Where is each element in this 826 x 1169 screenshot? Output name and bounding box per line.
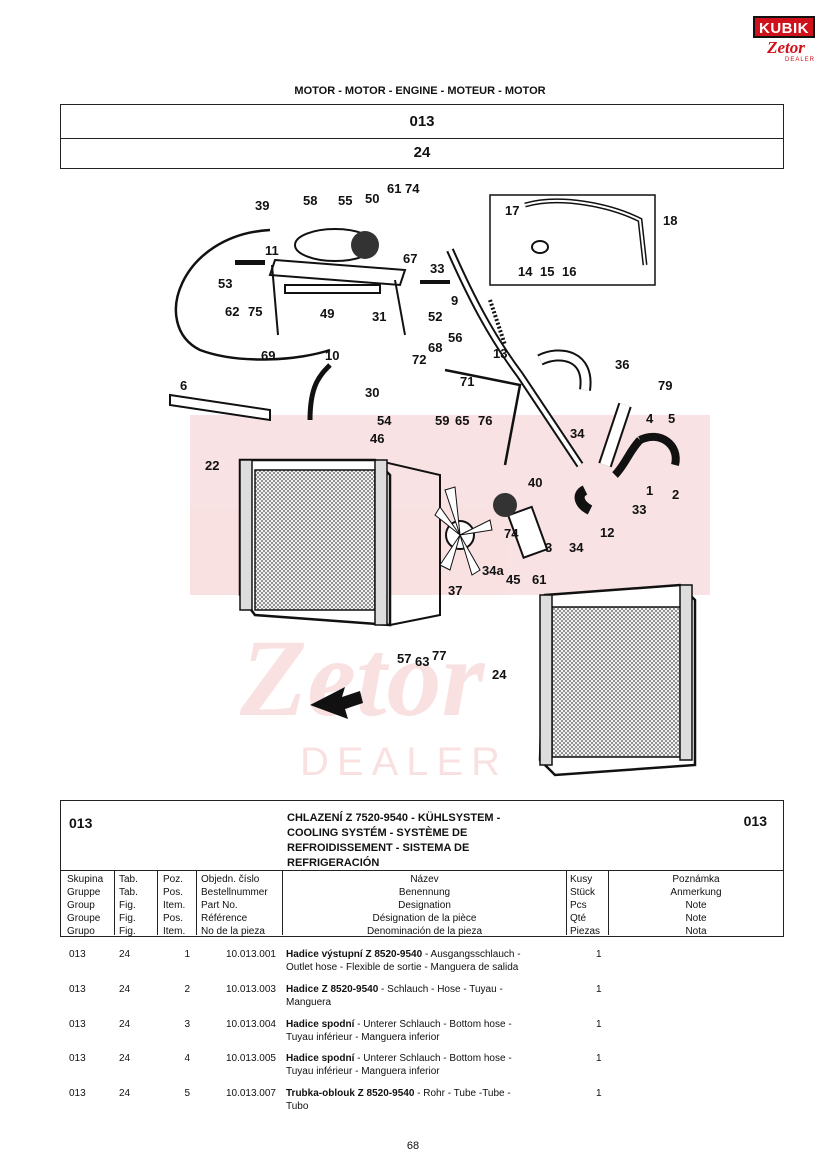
group-name-line: CHLAZENÍ Z 7520-9540 - KÜHLSYSTEM -	[287, 812, 501, 824]
callout-label: 46	[370, 431, 384, 446]
callout-label: 77	[432, 648, 446, 663]
group-title-box: 013 CHLAZENÍ Z 7520-9540 - KÜHLSYSTEM - …	[60, 800, 784, 871]
callout-label: 33	[632, 502, 646, 517]
callout-label: 34a	[482, 563, 504, 578]
group-name-line: REFROIDISSEMENT - SISTEMA DE	[287, 842, 470, 854]
callout-label: 79	[658, 378, 672, 393]
group-name-line: REFRIGERACIÓN	[287, 857, 380, 869]
exploded-parts-diagram: Zetor DEALER	[160, 175, 720, 795]
callout-label: 67	[403, 251, 417, 266]
callout-label: 10	[325, 348, 339, 363]
section-title: MOTOR - MOTOR - ENGINE - MOTEUR - MOTOR	[294, 85, 546, 97]
callout-label: 31	[372, 309, 386, 324]
callout-label: 18	[663, 213, 677, 228]
callout-label: 1	[646, 483, 653, 498]
callout-label: 24	[492, 667, 507, 682]
page-number: 68	[406, 1140, 420, 1152]
svg-text:DEALER: DEALER	[300, 740, 508, 784]
svg-text:Zetor: Zetor	[239, 617, 486, 739]
callout-label: 62	[225, 304, 239, 319]
callout-label: 13	[493, 346, 507, 361]
callout-label: 33	[430, 261, 444, 276]
logo-zetor-text: Zetor	[767, 38, 805, 57]
callout-label: 57	[397, 651, 411, 666]
callout-label: 11	[265, 243, 279, 258]
callout-label: 30	[365, 385, 379, 400]
callout-label: 65	[455, 413, 469, 428]
callout-label: 45	[506, 572, 520, 587]
callout-label: 16	[562, 264, 576, 279]
callout-label: 71	[460, 374, 474, 389]
callout-label: 75	[248, 304, 262, 319]
callout-label: 17	[505, 203, 519, 218]
group-name-line: COOLING SYSTÉM - SYSTÈME DE	[287, 827, 468, 839]
callout-label: 58	[303, 193, 317, 208]
callout-label: 61	[387, 181, 401, 196]
figure-number-box: 24	[60, 139, 784, 169]
callout-label: 59	[435, 413, 449, 428]
callout-label: 5	[668, 411, 675, 426]
col-fig-header: Tab.Tab.Fig.Fig.Fig.	[119, 874, 138, 937]
callout-label: 76	[478, 413, 492, 428]
callout-label: 74	[405, 181, 420, 196]
radiator-assembly-rear	[538, 583, 697, 777]
callout-label: 74	[504, 526, 519, 541]
callout-label: 37	[448, 583, 462, 598]
callout-label: 63	[415, 654, 429, 669]
callout-label: 14	[518, 264, 533, 279]
callout-label: 55	[338, 193, 352, 208]
group-code-left: 013	[69, 815, 93, 831]
callout-label: 52	[428, 309, 442, 324]
group-name: CHLAZENÍ Z 7520-9540 - KÜHLSYSTEM - COOL…	[287, 811, 547, 871]
callout-label: 69	[261, 348, 275, 363]
callout-label: 39	[255, 198, 269, 213]
figure-number: 24	[413, 144, 431, 161]
group-code: 013	[409, 113, 435, 130]
callout-label: 49	[320, 306, 334, 321]
callout-label: 72	[412, 352, 426, 367]
callout-label: 9	[451, 293, 458, 308]
callout-label: 50	[365, 191, 379, 206]
logo-kubik-text: KUBIK	[753, 16, 815, 38]
col-item-header: Poz.Pos.Item.Pos.Item.	[163, 874, 186, 937]
callout-label: 3	[545, 540, 552, 555]
kubik-zetor-logo: KUBIK Zetor DEALER	[753, 16, 815, 66]
callout-label: 36	[615, 357, 629, 372]
radiator-assembly-front	[238, 458, 441, 627]
callout-label: 68	[428, 340, 442, 355]
callout-label: 22	[205, 458, 219, 473]
callout-label: 15	[540, 264, 554, 279]
callout-label: 12	[600, 525, 614, 540]
cooling-system-illustration: Zetor DEALER	[169, 181, 710, 784]
group-code-right: 013	[743, 813, 767, 829]
callout-label: 56	[448, 330, 462, 345]
callout-label: 2	[672, 487, 679, 502]
callout-label: 34	[570, 426, 585, 441]
callout-label: 40	[528, 475, 542, 490]
direction-arrow	[310, 687, 363, 719]
callout-label: 53	[218, 276, 232, 291]
callout-label: 54	[377, 413, 392, 428]
logo-dealer-text: DEALER	[784, 57, 815, 63]
callout-label: 4	[646, 411, 654, 426]
callout-label: 61	[532, 572, 546, 587]
callout-label: 6	[180, 378, 187, 393]
fan	[434, 486, 517, 576]
group-code-box: 013	[60, 104, 784, 139]
callout-label: 34	[569, 540, 584, 555]
